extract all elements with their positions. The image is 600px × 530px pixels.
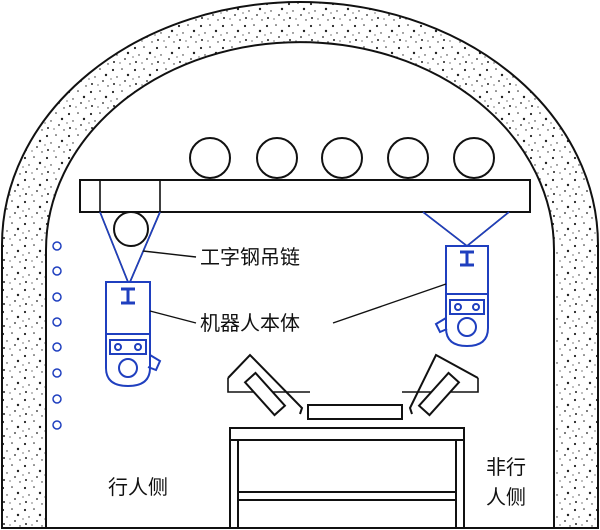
leader-robot-right <box>332 283 447 324</box>
chain-right <box>422 211 510 247</box>
label-chain: 工字钢吊链 <box>200 245 300 269</box>
conveyor-frame <box>227 353 479 528</box>
leader-chain <box>142 250 197 258</box>
cable <box>52 420 62 430</box>
leader-robot-left <box>149 310 197 324</box>
roller <box>189 137 231 179</box>
cable <box>52 368 62 378</box>
roller <box>387 137 429 179</box>
roller <box>321 137 363 179</box>
wall-cables <box>52 241 62 430</box>
cable <box>52 342 62 352</box>
cable <box>52 394 62 404</box>
label-non-walkway-side-2: 人侧 <box>486 485 526 509</box>
roller <box>256 137 298 179</box>
label-non-walkway-side-1: 非行 <box>486 455 526 479</box>
hanging-roller <box>113 211 149 247</box>
cable <box>52 317 62 327</box>
label-walkway-side: 行人侧 <box>108 475 168 499</box>
label-robot-body: 机器人本体 <box>200 311 300 335</box>
robot-left <box>105 281 162 388</box>
robot-right <box>434 245 489 348</box>
beam-rollers <box>189 137 495 179</box>
chain-left <box>99 211 161 283</box>
support-beam <box>79 179 531 213</box>
cable <box>52 241 62 251</box>
roller <box>453 137 495 179</box>
cable <box>52 266 62 276</box>
cable <box>52 292 62 302</box>
